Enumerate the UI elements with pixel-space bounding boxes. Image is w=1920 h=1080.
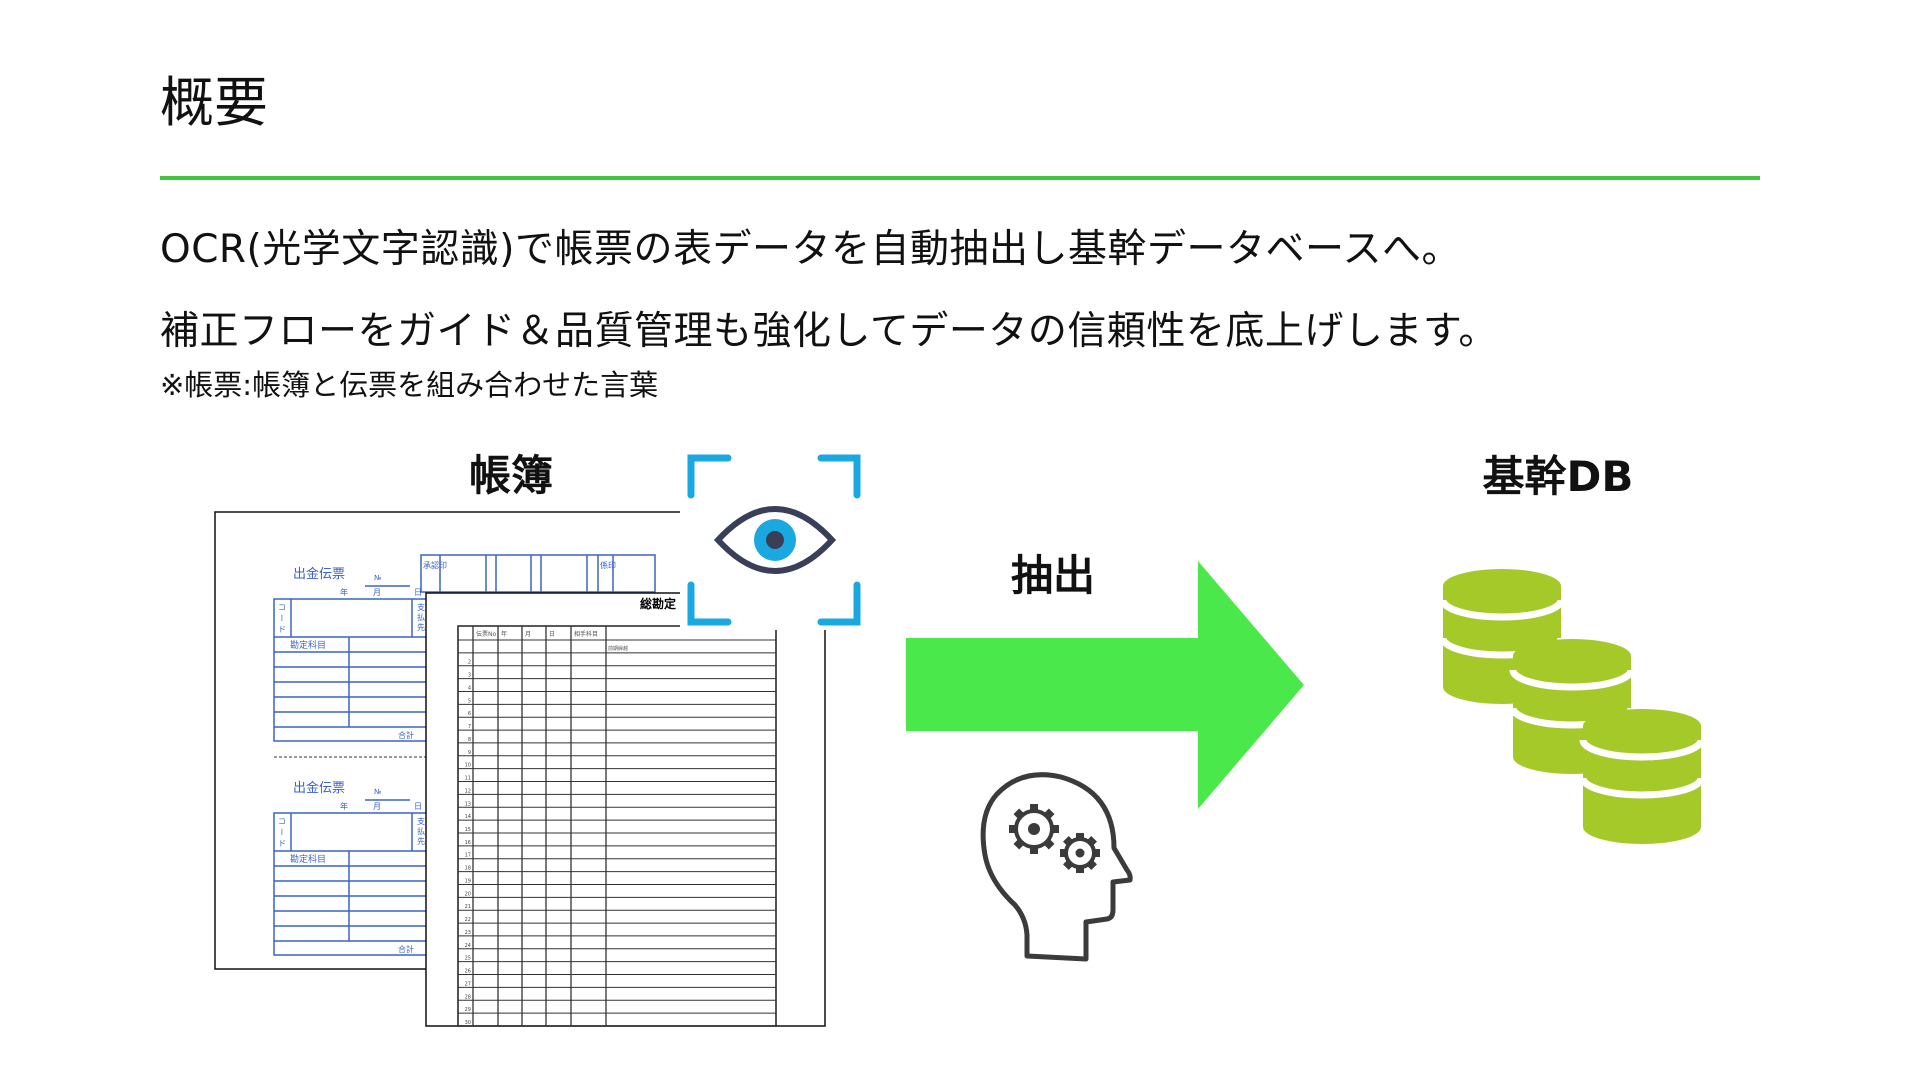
slip-day: 日 <box>414 588 422 597</box>
ledger-row-number: 26 <box>465 969 471 975</box>
ledger-row-number: 28 <box>465 994 471 1000</box>
ledger-row-number: 21 <box>465 904 471 910</box>
ledger-row-number: 10 <box>465 763 471 769</box>
ledger-header: 年 <box>501 630 507 638</box>
database-icon <box>1439 569 1705 844</box>
ledger-row-number: 18 <box>465 866 471 872</box>
coin-top <box>1583 709 1701 743</box>
coin-separator <box>1579 739 1705 761</box>
source-label: 帳簿 <box>468 451 554 500</box>
ledger-row-number: 19 <box>465 878 471 884</box>
ledger-row-number: 12 <box>465 788 471 794</box>
approval-label: 承認印 <box>423 560 447 570</box>
ledger-row-number: 20 <box>465 891 471 897</box>
coin-separator <box>1509 669 1635 691</box>
coin-separator <box>1579 777 1705 799</box>
ledger-row-number: 14 <box>465 814 471 820</box>
ledger-header: 相手科目 <box>574 630 598 638</box>
ledger-row-number: 17 <box>465 853 471 859</box>
gear-tooth <box>1063 860 1073 870</box>
ledger-row-number: 5 <box>468 698 471 704</box>
description-line-1: OCR(光学文字認識)で帳票の表データを自動抽出し基幹データベースへ。 <box>160 227 1462 272</box>
action-label: 抽出 <box>1010 551 1096 600</box>
slip-account: 勘定科目 <box>290 639 326 651</box>
ledger-header: 月 <box>525 631 531 638</box>
ledger-row-number: 27 <box>465 981 471 987</box>
gear-tooth <box>1087 860 1097 870</box>
coin-stack <box>1579 709 1705 844</box>
ledger-row-number: 30 <box>465 1020 471 1026</box>
description-line-2: 補正フローをガイド＆品質管理も強化してデータの信頼性を底上げします。 <box>160 309 1498 354</box>
slip-title: 出金伝票 <box>293 566 345 582</box>
ledger-row-number: 16 <box>465 840 471 846</box>
ledger-first-row-note: 前期繰越 <box>608 645 628 652</box>
coin-top <box>1443 569 1561 603</box>
title-divider <box>160 176 1760 180</box>
gear-tooth <box>1043 838 1055 850</box>
gear-tooth <box>1013 808 1025 820</box>
ledger-row-number: 7 <box>468 724 471 730</box>
ledger-row-number: 29 <box>465 1007 471 1013</box>
approval-table <box>420 554 656 593</box>
slip-title: 出金伝票 <box>293 780 345 796</box>
slide-title: 概要 <box>160 71 268 134</box>
slip-no: № <box>374 574 381 582</box>
slip-total: 合計 <box>398 730 414 740</box>
slip-no: № <box>374 788 381 796</box>
scan-eye-icon <box>680 450 865 630</box>
slip-day: 日 <box>414 802 422 811</box>
ledger-title: 総勘定 <box>640 596 676 611</box>
slip-year: 年 <box>340 801 348 811</box>
ledger-row-number: 4 <box>468 685 471 691</box>
ledger-row-number: 22 <box>465 917 471 923</box>
gear-tooth <box>1087 836 1097 846</box>
extract-arrow <box>906 561 1304 809</box>
slip-account: 勘定科目 <box>290 853 326 865</box>
ledger-row-number: 8 <box>468 737 471 743</box>
ledger-row-number: 2 <box>468 660 471 666</box>
clerk-label: 係印 <box>600 561 616 570</box>
ledger-row-number: 9 <box>468 750 471 756</box>
gear-tooth <box>1043 808 1055 820</box>
ledger-row-number: 13 <box>465 801 471 807</box>
slip-total: 合計 <box>398 944 414 954</box>
ledger-row-number: 23 <box>465 930 471 936</box>
ledger-row-number: 11 <box>465 776 471 782</box>
slip-payee-label: 支払先 <box>417 816 426 847</box>
ledger-row-number: 15 <box>465 827 471 833</box>
slip-month: 月 <box>373 802 381 811</box>
footnote: ※帳票:帳簿と伝票を組み合わせた言葉 <box>160 368 659 402</box>
target-label: 基幹DB <box>1482 452 1634 501</box>
ledger-row-number: 6 <box>468 711 471 717</box>
coin-stack <box>1509 639 1635 774</box>
ledger-header: 伝票No <box>476 630 496 638</box>
ledger-row-number: 25 <box>465 956 471 962</box>
ai-head-gears-icon <box>980 772 1133 962</box>
slip-code-label: コード <box>278 817 287 850</box>
coin-separator <box>1439 599 1565 621</box>
coin-body <box>1583 726 1701 844</box>
slip-payee-label: 支払先 <box>417 602 426 633</box>
gear-tooth <box>1013 838 1025 850</box>
gear-tooth <box>1063 836 1073 846</box>
ledger-row-number: 24 <box>465 943 471 949</box>
slip-year: 年 <box>340 587 348 597</box>
coin-top <box>1513 639 1631 673</box>
slip-month: 月 <box>373 588 381 597</box>
ledger-header: 日 <box>549 631 555 638</box>
ledger-row-number: 3 <box>468 673 471 679</box>
slip-code-label: コード <box>278 603 287 636</box>
